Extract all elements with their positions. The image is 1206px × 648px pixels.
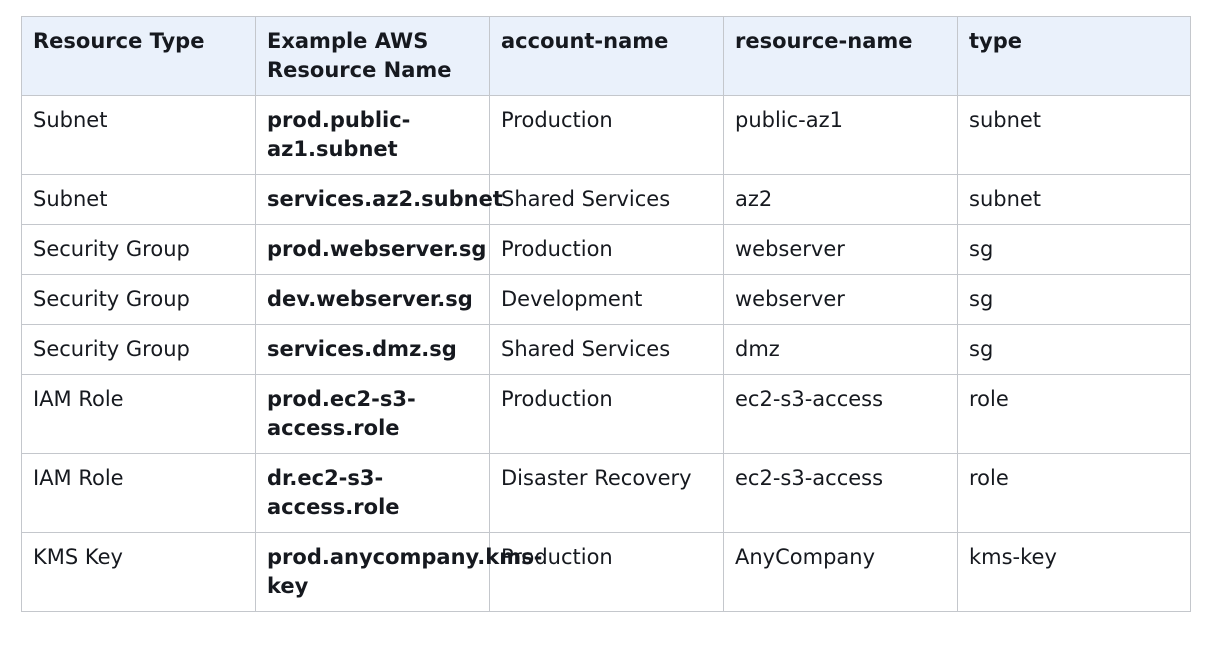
cell-account-name: Production <box>489 532 724 612</box>
cell-resource-name: az2 <box>723 174 958 225</box>
cell-resource-type: KMS Key <box>21 532 256 612</box>
example-name-line: dr.ec2-s3- <box>267 466 384 490</box>
example-name-line: az1.subnet <box>267 137 398 161</box>
cell-type: role <box>957 374 1191 454</box>
cell-account-name: Production <box>489 224 724 275</box>
cell-example-name: prod.public-az1.subnet <box>255 95 490 175</box>
cell-type: sg <box>957 324 1191 375</box>
header-resource-name: resource-name <box>723 16 958 96</box>
cell-resource-name: ec2-s3-access <box>723 453 958 533</box>
cell-resource-name: dmz <box>723 324 958 375</box>
cell-resource-name: webserver <box>723 224 958 275</box>
table-row: IAM Role dr.ec2-s3- access.role Disaster Re… <box>21 453 1191 533</box>
example-name-line: access.role <box>267 495 400 519</box>
example-name-line: dev.webserver.sg <box>267 287 473 311</box>
cell-type: sg <box>957 224 1191 275</box>
cell-account-name: Production <box>489 374 724 454</box>
table-row: Security Group dev.webserver.sg Developmen… <box>21 274 1191 325</box>
cell-example-name: dr.ec2-s3- access.role <box>255 453 490 533</box>
header-row: Resource Type Example AWS Resource Name … <box>21 16 1191 96</box>
cell-resource-type: Security Group <box>21 274 256 325</box>
cell-resource-type: IAM Role <box>21 374 256 454</box>
cell-type: sg <box>957 274 1191 325</box>
cell-example-name: prod.ec2-s3- access.role <box>255 374 490 454</box>
header-resource-type: Resource Type <box>21 16 256 96</box>
cell-type: role <box>957 453 1191 533</box>
cell-example-name: services.az2.subnet <box>255 174 503 225</box>
header-account-name: account-name <box>489 16 724 96</box>
table-row: Security Group services.dmz.sg Shared Serv… <box>21 324 1191 375</box>
cell-resource-type: Security Group <box>21 224 256 275</box>
example-name-line: services.az2.subnet <box>267 187 503 211</box>
cell-account-name: Disaster Recovery <box>489 453 724 533</box>
header-type: type <box>957 16 1191 96</box>
cell-resource-name: AnyCompany <box>723 532 958 612</box>
cell-resource-type: IAM Role <box>21 453 256 533</box>
header-example-name: Example AWS Resource Name <box>255 16 490 96</box>
example-name-line: access.role <box>267 416 400 440</box>
cell-resource-type: Subnet <box>21 95 256 175</box>
cell-type: subnet <box>957 174 1191 225</box>
naming-table-container: Resource Type Example AWS Resource Name … <box>21 16 1191 612</box>
example-name-line: prod.ec2-s3- <box>267 387 416 411</box>
cell-resource-name: public-az1 <box>723 95 958 175</box>
cell-resource-name: webserver <box>723 274 958 325</box>
cell-type: kms-key <box>957 532 1191 612</box>
cell-example-name: dev.webserver.sg <box>255 274 490 325</box>
cell-account-name: Development <box>489 274 724 325</box>
example-name-line: services.dmz.sg <box>267 337 457 361</box>
table-header: Resource Type Example AWS Resource Name … <box>21 16 1191 96</box>
cell-type: subnet <box>957 95 1191 175</box>
example-name-line: prod.webserver.sg <box>267 237 487 261</box>
cell-account-name: Shared Services <box>489 174 724 225</box>
table-row: IAM Role prod.ec2-s3- access.role Productio… <box>21 374 1191 454</box>
cell-resource-type: Subnet <box>21 174 256 225</box>
cell-account-name: Production <box>489 95 724 175</box>
resource-naming-table: Resource Type Example AWS Resource Name … <box>21 16 1191 612</box>
cell-example-name: prod.anycompany.kms-key <box>255 532 542 612</box>
example-name-line: prod.public- <box>267 108 411 132</box>
cell-example-name: services.dmz.sg <box>255 324 490 375</box>
example-name-line: prod.anycompany.kms- <box>267 545 543 569</box>
cell-resource-type: Security Group <box>21 324 256 375</box>
cell-account-name: Shared Services <box>489 324 724 375</box>
cell-example-name: prod.webserver.sg <box>255 224 490 275</box>
example-name-line: key <box>267 574 309 598</box>
cell-resource-name: ec2-s3-access <box>723 374 958 454</box>
